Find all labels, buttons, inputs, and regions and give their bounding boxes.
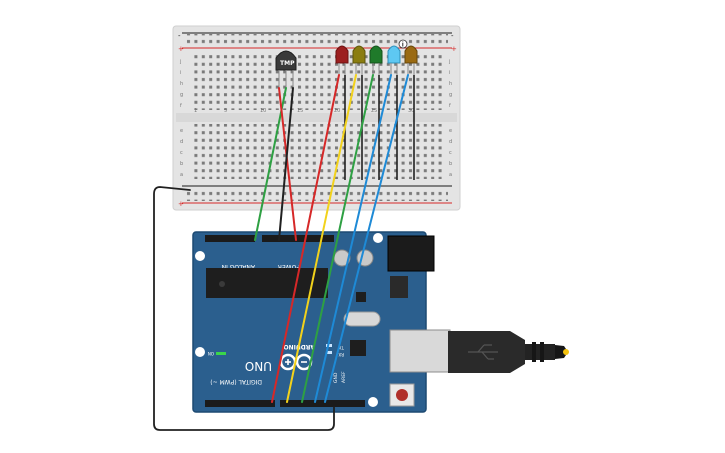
wire-led-blue[interactable] [314, 74, 392, 403]
rail-bottom-holes[interactable] [186, 188, 448, 201]
svg-text:i: i [449, 70, 450, 76]
rail-top-minus-label: - [178, 32, 181, 40]
svg-text:h: h [180, 81, 183, 87]
header-analog[interactable] [205, 235, 255, 242]
wire-sensor-red[interactable] [278, 87, 297, 241]
rail-top-plus-label: + [178, 45, 184, 53]
svg-text:f: f [180, 103, 182, 109]
rail-top-plus-label-right: + [451, 45, 457, 53]
column-numbers: 1 5 10 15 20 25 30 [194, 108, 414, 114]
svg-text:g: g [449, 92, 452, 98]
led-green[interactable] [369, 45, 383, 75]
row-letters-left: j i h g f e d c b a [179, 59, 183, 178]
power-label: POWER [278, 263, 300, 270]
led-red[interactable] [335, 45, 349, 75]
digital-label: DIGITAL (PWM ~) [210, 378, 262, 385]
svg-text:a: a [180, 172, 183, 178]
analog-in-label: ANALOG IN [222, 263, 255, 270]
svg-text:e: e [449, 128, 452, 134]
usb-icon [468, 344, 498, 360]
on-label: ON [208, 351, 214, 356]
mount-hole-4 [368, 397, 378, 407]
center-channel [176, 113, 457, 122]
svg-text:a: a [449, 172, 452, 178]
info-icon[interactable] [398, 39, 408, 49]
svg-text:15: 15 [297, 108, 303, 114]
svg-text:c: c [180, 150, 183, 156]
header-digital-high[interactable] [280, 400, 365, 407]
wires [153, 74, 409, 431]
svg-text:RX: RX [338, 352, 344, 357]
svg-text:TX: TX [339, 345, 345, 350]
tmp-sensor-label: TMP [280, 60, 295, 67]
usb-cable[interactable] [448, 331, 569, 373]
reset-button[interactable] [396, 389, 408, 401]
led-orange[interactable] [404, 45, 418, 75]
svg-text:b: b [180, 161, 183, 167]
chip-notch [219, 281, 225, 287]
voltage-regulator [390, 276, 408, 298]
svg-text:25: 25 [371, 108, 377, 114]
gnd-label-digital: GND [333, 372, 339, 383]
svg-text:i: i [180, 70, 181, 76]
mount-hole-1 [195, 251, 205, 261]
wire-led-orange[interactable] [324, 74, 409, 403]
wire-sensor-black[interactable] [278, 87, 294, 241]
header-power[interactable] [262, 235, 334, 242]
led-group: i [335, 39, 418, 75]
usb-b-port[interactable] [389, 329, 451, 373]
svg-text:30: 30 [408, 108, 414, 114]
svg-text:i: i [402, 42, 404, 49]
rail-bottom-plus-label: + [178, 200, 184, 208]
led-blue[interactable]: i [387, 39, 408, 75]
mount-hole-3 [373, 233, 383, 243]
svg-text:f: f [449, 103, 451, 109]
svg-text:j: j [179, 59, 181, 65]
breadboard[interactable]: - + - + - + j i h g f e d c b a j i [172, 25, 461, 211]
plug-tip-icon [563, 349, 569, 355]
header-digital-low[interactable] [205, 400, 275, 407]
on-led [216, 352, 226, 355]
svg-text:d: d [449, 139, 452, 145]
mount-hole-2 [195, 347, 205, 357]
svg-text:10: 10 [260, 108, 266, 114]
svg-text:e: e [180, 128, 183, 134]
atmega-chip [206, 268, 328, 298]
row-letters-right: j i h g f e d c b a [448, 59, 452, 178]
svg-text:1: 1 [194, 108, 197, 114]
svg-text:c: c [449, 150, 452, 156]
svg-text:g: g [180, 92, 183, 98]
rail-top-holes[interactable] [186, 34, 448, 47]
wire-ground-loop[interactable] [153, 186, 335, 431]
uno-model-text: UNO [245, 359, 272, 373]
wire-led-red[interactable] [271, 74, 340, 403]
wire-led-green[interactable] [301, 74, 374, 403]
tmp-sensor[interactable]: TMP [275, 50, 297, 88]
svg-text:b: b [449, 161, 452, 167]
power-jack[interactable] [387, 235, 435, 272]
tmp-sensor-body [275, 50, 297, 71]
aref-label: AREF [341, 371, 347, 383]
svg-text:5: 5 [224, 108, 227, 114]
svg-text:d: d [180, 139, 183, 145]
arduino-uno-board[interactable]: ANALOG IN POWER ARDUINO UNO ON TX RX [192, 231, 451, 413]
svg-text:h: h [449, 81, 452, 87]
rail-top-minus-label-right: - [451, 32, 454, 40]
svg-text:20: 20 [334, 108, 340, 114]
crystal [343, 311, 381, 327]
small-chip [356, 292, 366, 302]
svg-text:j: j [448, 59, 450, 65]
wire-led-olive[interactable] [286, 74, 357, 403]
usb-plug-tip [555, 345, 568, 359]
usb-chip [350, 340, 366, 356]
led-olive[interactable] [352, 45, 366, 75]
terminal-strip-lower[interactable] [191, 124, 443, 179]
